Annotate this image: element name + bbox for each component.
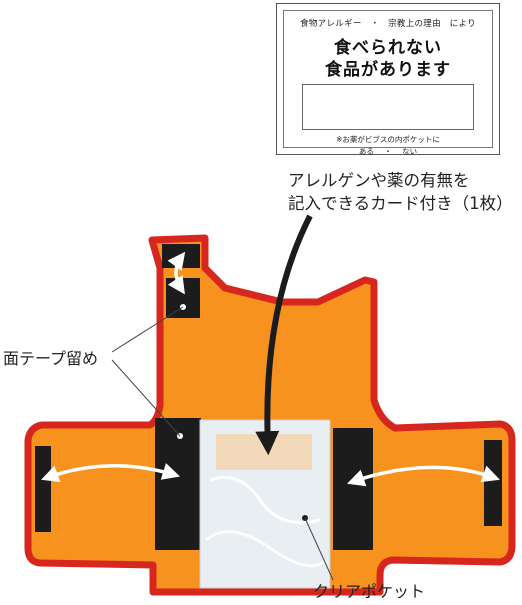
left-side-velcro bbox=[155, 418, 201, 550]
velcro-caption: 面テープ留め bbox=[3, 349, 99, 368]
choice-yes: ある bbox=[358, 147, 374, 156]
card-caption-line1: アレルゲンや薬の有無を bbox=[288, 171, 470, 190]
pocket-caption: クリアポケット bbox=[313, 582, 426, 601]
choice-sep: ・ bbox=[384, 147, 392, 156]
card-title-line1: 食べられない bbox=[334, 38, 442, 58]
right-side-velcro bbox=[333, 428, 373, 550]
card-note: ※お薬がビブスの内ポケットに bbox=[336, 135, 440, 144]
card-caption-line2: 記入できるカード付き（1枚） bbox=[288, 194, 513, 213]
card-to-pocket-arrow bbox=[255, 214, 313, 456]
card-write-box bbox=[302, 84, 474, 130]
right-arrow bbox=[347, 465, 500, 487]
card-title-line2: 食品があります bbox=[325, 60, 451, 80]
pocket-card-window bbox=[216, 434, 312, 470]
left-flap-velcro bbox=[35, 446, 51, 532]
choice-no: ない bbox=[402, 147, 418, 156]
card-header: 食物アレルギー ・ 宗教上の理由 により bbox=[300, 19, 476, 29]
strap-arrow bbox=[167, 251, 186, 295]
shoulder-velcro-bottom bbox=[166, 278, 200, 318]
card-choice: ある ・ ない bbox=[284, 146, 492, 157]
card-caption: アレルゲンや薬の有無を 記入できるカード付き（1枚） bbox=[288, 169, 513, 215]
right-flap-velcro bbox=[484, 440, 502, 526]
allergy-card: 食物アレルギー ・ 宗教上の理由 により 食べられない 食品があります ※お薬が… bbox=[276, 3, 500, 156]
allergy-card-frame: 食物アレルギー ・ 宗教上の理由 により 食べられない 食品があります ※お薬が… bbox=[283, 10, 493, 156]
left-arrow bbox=[41, 463, 181, 483]
